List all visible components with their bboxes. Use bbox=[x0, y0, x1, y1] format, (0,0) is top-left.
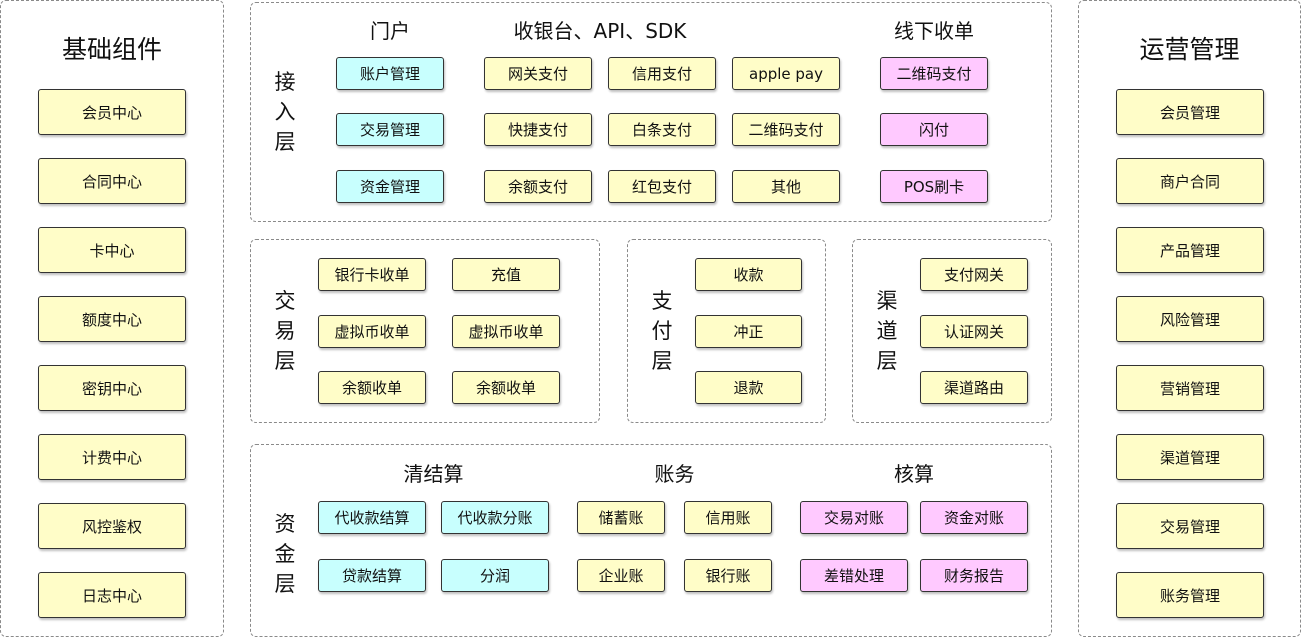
operations-item: 产品管理 bbox=[1116, 227, 1264, 273]
basic-item: 会员中心 bbox=[38, 89, 186, 135]
funds-layer-panel bbox=[250, 444, 1052, 637]
basic-item: 卡中心 bbox=[38, 227, 186, 273]
audit-item: 差错处理 bbox=[800, 559, 908, 592]
audit-item: 资金对账 bbox=[920, 501, 1028, 534]
accounts-item: 信用账 bbox=[684, 501, 772, 534]
trade-item: 虚拟币收单 bbox=[452, 315, 560, 348]
portal-item: 交易管理 bbox=[336, 113, 444, 146]
channel-item: 支付网关 bbox=[920, 258, 1028, 291]
basic-item: 计费中心 bbox=[38, 434, 186, 480]
operations-item: 账务管理 bbox=[1116, 572, 1264, 618]
portal-item: 资金管理 bbox=[336, 170, 444, 203]
cashier-item: 白条支付 bbox=[608, 113, 716, 146]
cashier-header: 收银台、API、SDK bbox=[513, 19, 687, 43]
clearing-item: 代收款分账 bbox=[441, 501, 549, 534]
cashier-item: 二维码支付 bbox=[732, 113, 840, 146]
access-layer-label: 接入层 bbox=[274, 70, 296, 154]
pay-layer-panel bbox=[627, 239, 826, 423]
pay-item: 收款 bbox=[695, 258, 802, 291]
clearing-item: 贷款结算 bbox=[318, 559, 426, 592]
pay-item: 退款 bbox=[695, 371, 802, 404]
clearing-header: 清结算 bbox=[403, 462, 464, 486]
pay-layer-label: 支付层 bbox=[651, 289, 673, 373]
audit-item: 交易对账 bbox=[800, 501, 908, 534]
basic-item: 密钥中心 bbox=[38, 365, 186, 411]
operations-item: 交易管理 bbox=[1116, 503, 1264, 549]
offline-item: 闪付 bbox=[880, 113, 988, 146]
trade-item: 虚拟币收单 bbox=[318, 315, 426, 348]
operations-panel bbox=[1078, 0, 1301, 637]
operations-title: 运营管理 bbox=[1139, 35, 1240, 64]
channel-layer-panel bbox=[852, 239, 1052, 423]
clearing-item: 代收款结算 bbox=[318, 501, 426, 534]
accounts-item: 企业账 bbox=[577, 559, 665, 592]
basic-item: 额度中心 bbox=[38, 296, 186, 342]
funds-layer-label: 资金层 bbox=[274, 512, 296, 596]
audit-header: 核算 bbox=[894, 462, 934, 486]
access-layer-panel bbox=[250, 2, 1052, 222]
operations-item: 渠道管理 bbox=[1116, 434, 1264, 480]
accounts-header: 账务 bbox=[654, 462, 695, 486]
cashier-item: apple pay bbox=[732, 57, 840, 90]
operations-item: 会员管理 bbox=[1116, 89, 1264, 135]
accounts-item: 银行账 bbox=[684, 559, 772, 592]
audit-item: 财务报告 bbox=[920, 559, 1028, 592]
basic-components-title: 基础组件 bbox=[61, 35, 162, 64]
trade-layer-panel bbox=[250, 239, 600, 423]
operations-item: 风险管理 bbox=[1116, 296, 1264, 342]
offline-header: 线下收单 bbox=[894, 19, 974, 43]
cashier-item: 信用支付 bbox=[608, 57, 716, 90]
operations-item: 商户合同 bbox=[1116, 158, 1264, 204]
cashier-item: 其他 bbox=[732, 170, 840, 203]
trade-item: 余额收单 bbox=[318, 371, 426, 404]
basic-item: 风控鉴权 bbox=[38, 503, 186, 549]
portal-item: 账户管理 bbox=[336, 57, 444, 90]
channel-item: 渠道路由 bbox=[920, 371, 1028, 404]
basic-item: 合同中心 bbox=[38, 158, 186, 204]
offline-item: 二维码支付 bbox=[880, 57, 988, 90]
accounts-item: 储蓄账 bbox=[577, 501, 665, 534]
cashier-item: 网关支付 bbox=[484, 57, 592, 90]
trade-item: 余额收单 bbox=[452, 371, 560, 404]
pay-item: 冲正 bbox=[695, 315, 802, 348]
clearing-item: 分润 bbox=[441, 559, 549, 592]
channel-layer-label: 渠道层 bbox=[876, 289, 898, 373]
basic-components-panel bbox=[0, 0, 224, 637]
portal-header: 门户 bbox=[370, 19, 410, 43]
channel-item: 认证网关 bbox=[920, 315, 1028, 348]
trade-item: 充值 bbox=[452, 258, 560, 291]
cashier-item: 快捷支付 bbox=[484, 113, 592, 146]
cashier-item: 红包支付 bbox=[608, 170, 716, 203]
trade-layer-label: 交易层 bbox=[274, 289, 296, 373]
operations-item: 营销管理 bbox=[1116, 365, 1264, 411]
cashier-item: 余额支付 bbox=[484, 170, 592, 203]
basic-item: 日志中心 bbox=[38, 572, 186, 618]
offline-item: POS刷卡 bbox=[880, 170, 988, 203]
trade-item: 银行卡收单 bbox=[318, 258, 426, 291]
